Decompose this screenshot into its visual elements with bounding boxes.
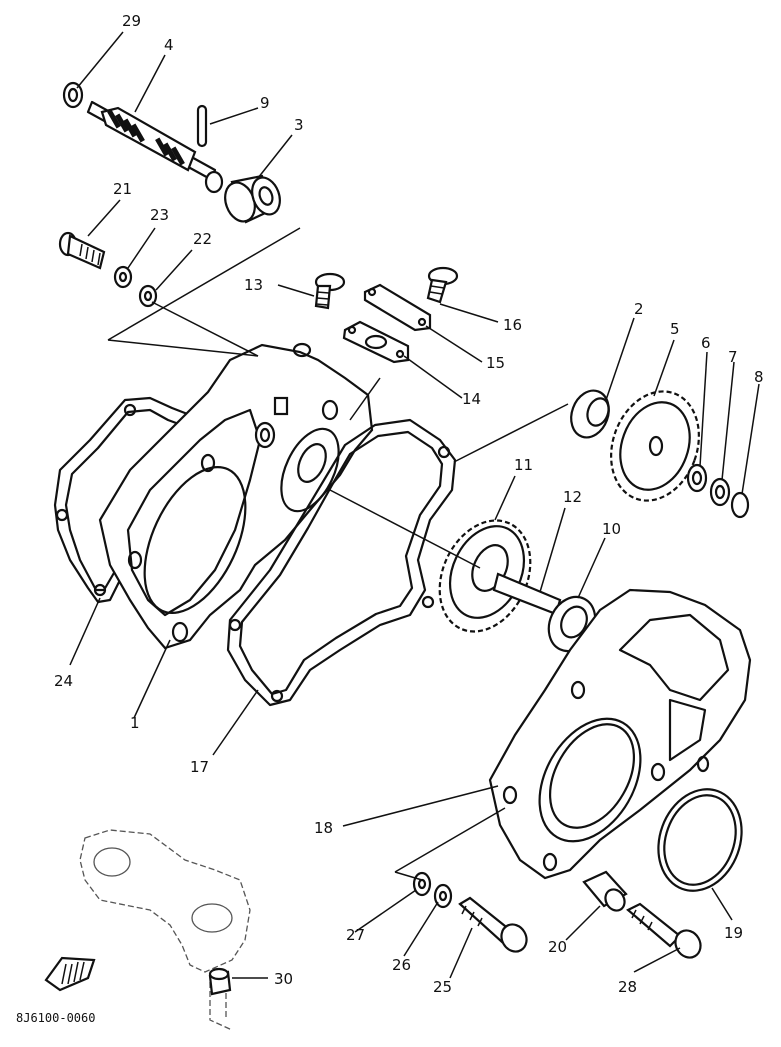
callout-29: 29 [122, 12, 141, 30]
bolt-21 [58, 231, 106, 270]
callout-14: 14 [462, 390, 481, 408]
callout-labels: 29 4 9 3 21 23 22 13 16 15 14 2 5 6 7 8 … [16, 12, 764, 1025]
callout-18: 18 [314, 819, 333, 837]
leader-lines [69, 31, 760, 979]
sprocket-5 [610, 390, 700, 502]
callout-4: 4 [164, 36, 174, 54]
callout-25: 25 [433, 978, 452, 996]
bearing-2 [570, 389, 610, 439]
callout-17: 17 [190, 758, 209, 776]
callout-16: 16 [503, 316, 522, 334]
callout-27: 27 [346, 926, 365, 944]
callout-8: 8 [754, 368, 764, 386]
pin-9 [196, 104, 208, 148]
screw-13 [314, 272, 346, 310]
screw-16 [426, 266, 459, 304]
part-code: 8J6100-0060 [16, 1011, 95, 1025]
washer-23 [113, 265, 133, 289]
washer-27 [412, 871, 432, 897]
callout-26: 26 [392, 956, 411, 974]
callout-12: 12 [563, 488, 582, 506]
bushing-3 [224, 174, 281, 224]
shaft-4 [86, 100, 224, 194]
callout-1: 1 [130, 714, 140, 732]
callout-21: 21 [113, 180, 132, 198]
plate-15 [363, 283, 432, 332]
gear-11 [438, 519, 532, 633]
gasket-14 [342, 320, 410, 364]
callout-6: 6 [701, 334, 711, 352]
callout-5: 5 [670, 320, 680, 338]
front-arrow-icon [44, 956, 96, 992]
callout-2: 2 [634, 300, 644, 318]
washer-22 [138, 284, 158, 308]
fitting-30 [208, 967, 232, 996]
callout-15: 15 [486, 354, 505, 372]
reference-sketch [79, 829, 251, 1031]
washer-29 [62, 81, 84, 109]
bolt-25 [458, 896, 528, 953]
washer-26 [433, 883, 453, 909]
callout-22: 22 [193, 230, 212, 248]
bolt-28 [626, 902, 702, 959]
housing-1 [98, 342, 374, 650]
callout-9: 9 [260, 94, 270, 112]
cover-18 [488, 588, 752, 880]
callout-10: 10 [602, 520, 621, 538]
callout-23: 23 [150, 206, 169, 224]
callout-13: 13 [244, 276, 263, 294]
callout-24: 24 [54, 672, 73, 690]
callout-20: 20 [548, 938, 567, 956]
callout-30: 30 [274, 970, 293, 988]
dowel-20 [582, 870, 628, 912]
callout-28: 28 [618, 978, 637, 996]
gasket-17 [226, 418, 457, 707]
callout-11: 11 [514, 456, 533, 474]
callout-3: 3 [294, 116, 304, 134]
callout-7: 7 [728, 348, 738, 366]
washer-7 [709, 477, 731, 507]
circlip-8 [730, 491, 750, 519]
o-ring-19 [657, 788, 743, 892]
callout-19: 19 [724, 924, 743, 942]
washer-6 [686, 463, 708, 493]
